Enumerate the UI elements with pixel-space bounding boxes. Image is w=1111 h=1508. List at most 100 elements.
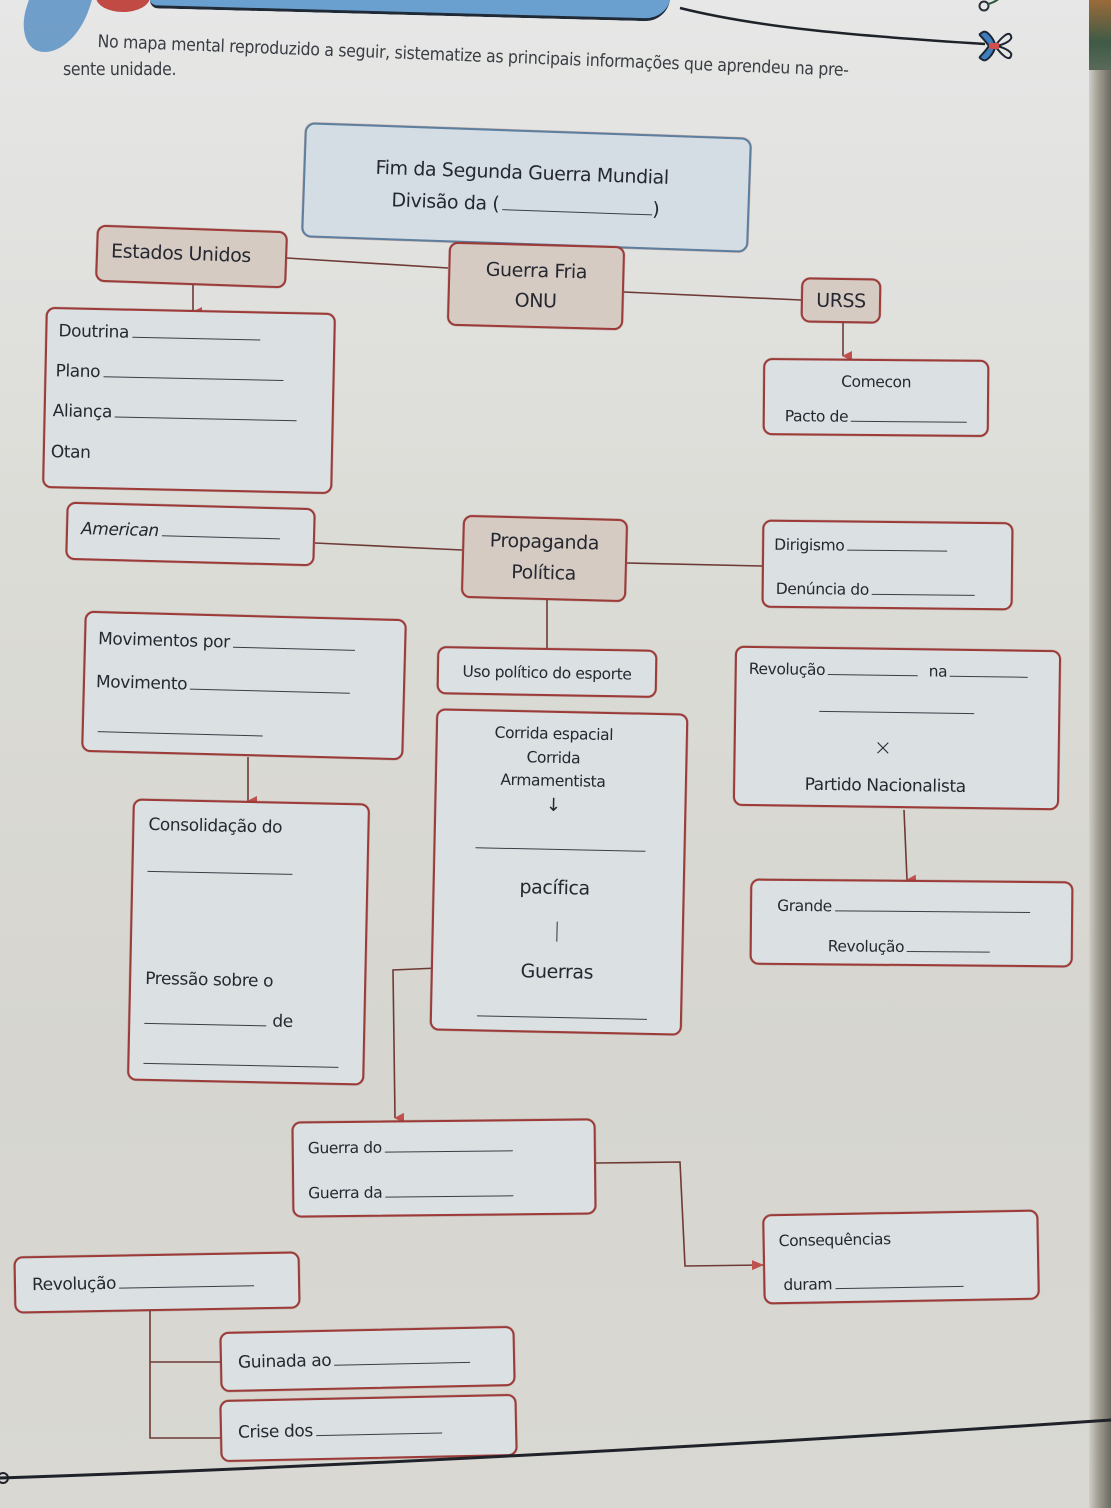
usa-node: Estados Unidos [95, 224, 288, 289]
blank-field[interactable] [384, 1149, 513, 1153]
blank-field[interactable] [143, 1062, 339, 1068]
blank-field[interactable] [385, 1194, 514, 1198]
dirigismo-label: Dirigismo [774, 535, 845, 555]
root-prompt-label: Divisão da ( [391, 189, 500, 216]
grande-revolucao-label: Revolução [827, 937, 905, 956]
decorative-red-shape [96, 0, 150, 12]
blank-field[interactable] [834, 909, 1030, 914]
guerra-da-item: Guerra da [308, 1182, 514, 1203]
blank-field[interactable] [161, 534, 280, 540]
grande-label: Grande [777, 896, 832, 916]
american-item: American [81, 519, 280, 544]
movimentos-item: Movimentos por [98, 629, 355, 656]
page-edge-shadow [1089, 0, 1111, 1508]
grande-item: Grande [777, 897, 1030, 917]
separator-line-icon: | [553, 917, 561, 943]
guerra-do-label: Guerra do [307, 1138, 382, 1158]
urss-list-node: Comecon Pacto de [762, 358, 990, 437]
root-title: Fim da Segunda Guerra Mundial [375, 156, 670, 189]
usa-item-doutrina: Doutrina [58, 321, 260, 345]
blank-field[interactable] [835, 1284, 964, 1290]
grande-node: Grande Revolução [749, 878, 1074, 968]
revolucao-china-node: Revolução na × Partido Nacionalista [732, 645, 1062, 811]
background-object [1089, 0, 1111, 70]
pressao-de-label: de [272, 1011, 293, 1032]
urss-item-label: Pacto de [784, 407, 849, 426]
revolucao-final-label: Revolução [31, 1273, 117, 1296]
pacifica-label: pacífica [519, 876, 591, 900]
usa-item-alianca: Aliança [53, 401, 298, 426]
blank-field[interactable] [232, 645, 355, 651]
root-prompt-close: ) [651, 198, 660, 221]
blank-field[interactable] [103, 375, 284, 381]
usa-item-plano: Plano [55, 361, 284, 386]
blank-field[interactable] [315, 1431, 442, 1437]
usa-item-label: Doutrina [58, 321, 130, 343]
pressao-de-item: de [144, 1009, 293, 1032]
grande-revolucao-item: Revolução [827, 937, 991, 956]
consequencias-node: Consequências duram [762, 1209, 1040, 1305]
corrida-label: Corrida [526, 748, 581, 768]
blank-field[interactable] [131, 335, 260, 341]
guerras-node: Guerra do Guerra da [291, 1118, 597, 1218]
root-node: Fim da Segunda Guerra Mundial Divisão da… [301, 122, 752, 253]
guerra-da-label: Guerra da [308, 1183, 383, 1203]
hook-icon [978, 0, 999, 12]
partido-nacionalista-label: Partido Nacionalista [804, 774, 966, 797]
duram-label: duram [783, 1275, 833, 1295]
revolucao-china-label: Revolução [748, 659, 826, 679]
revolucao-final-item: Revolução [31, 1271, 255, 1296]
blank-field[interactable] [851, 419, 968, 423]
blank-field[interactable] [828, 673, 919, 677]
blank-field[interactable] [907, 949, 991, 953]
blank-field[interactable] [114, 415, 297, 422]
blank-field[interactable] [97, 731, 263, 737]
pressao-label: Pressão sobre o [144, 968, 274, 992]
center-subtitle: ONU [514, 289, 557, 313]
usa-item-label: Plano [55, 361, 101, 383]
crise-node: Crise dos [219, 1393, 518, 1463]
revolucao-china-item: Revolução na [749, 660, 1029, 682]
urss-item-pacto: Pacto de [784, 407, 968, 427]
armamentista-label: Armamentista [500, 770, 606, 791]
dirigismo-item: Dirigismo [774, 535, 948, 556]
crise-item: Crise dos [238, 1418, 442, 1443]
dirigismo-node: Dirigismo Denúncia do [761, 519, 1014, 611]
blank-field[interactable] [119, 1284, 255, 1289]
blank-field[interactable] [476, 1015, 647, 1020]
urss-node: URSS [800, 277, 882, 324]
movimento-item: Movimento [96, 672, 351, 699]
blank-field[interactable] [144, 1021, 267, 1027]
denuncia-item: Denúncia do [776, 580, 975, 600]
movimento-label: Movimento [95, 672, 188, 695]
center-title: Guerra Fria [485, 258, 588, 284]
urss-item-comecon: Comecon [841, 372, 912, 392]
blank-field[interactable] [502, 208, 653, 216]
esporte-label: Uso político do esporte [462, 662, 632, 684]
guinada-item: Guinada ao [238, 1348, 471, 1373]
propaganda-subtitle: Política [511, 561, 577, 585]
blank-field[interactable] [871, 592, 975, 596]
consolidacao-label: Consolidação do [148, 814, 283, 838]
center-node: Guerra Fria ONU [446, 241, 626, 331]
denuncia-label: Denúncia do [775, 579, 869, 599]
corrida-espacial-label: Corrida espacial [494, 723, 614, 745]
blank-field[interactable] [475, 847, 646, 852]
duram-item: duram [783, 1273, 964, 1295]
guinada-label: Guinada ao [237, 1350, 332, 1373]
blank-field[interactable] [819, 710, 975, 715]
american-node: American [65, 501, 316, 567]
american-label: American [80, 519, 160, 542]
blank-field[interactable] [950, 674, 1029, 678]
blank-field[interactable] [147, 870, 293, 875]
propaganda-node: Propaganda Política [460, 514, 629, 603]
revolucao-final-node: Revolução [13, 1251, 301, 1314]
movimentos-node: Movimentos por Movimento [81, 610, 407, 761]
instruction-text-continued: sente unidade. [63, 60, 177, 80]
blank-field[interactable] [334, 1360, 471, 1366]
blank-field[interactable] [189, 687, 350, 694]
blank-field[interactable] [847, 548, 948, 552]
guerras-label: Guerras [520, 960, 594, 984]
corrida-node: Corrida espacial Corrida Armamentista ↓ … [429, 708, 689, 1036]
usa-list-node: Doutrina Plano Aliança Otan [42, 306, 336, 495]
